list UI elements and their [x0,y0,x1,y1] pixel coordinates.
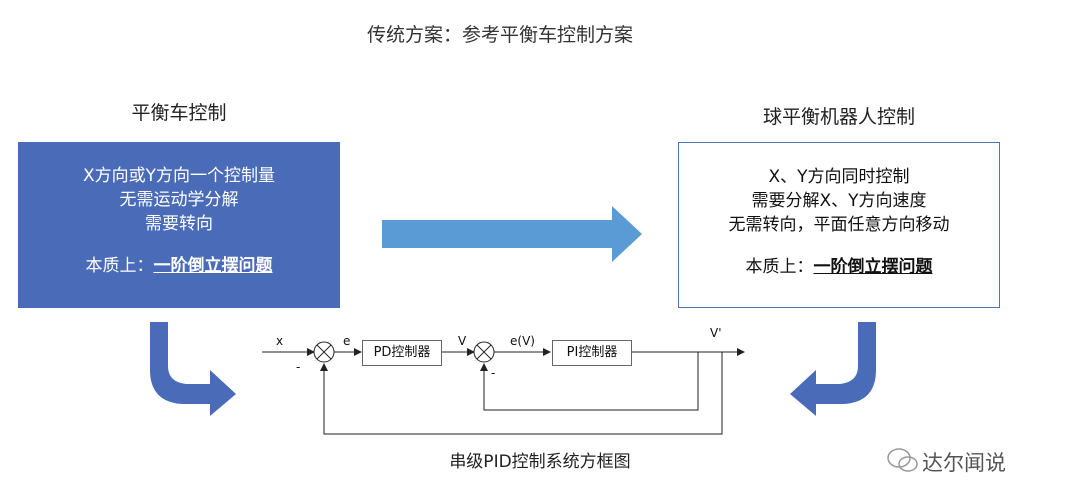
minus-sign-2: - [491,366,496,380]
signal-e: e [343,334,351,348]
diagram-caption: 串级PID控制系统方框图 [449,452,631,472]
right-arrow [382,206,642,262]
left-essence-prefix: 本质上： [85,256,154,276]
ball-robot-box: X、Y方向同时控制 需要分解X、Y方向速度 无需转向，平面任意方向移动 本质上：… [678,142,1000,308]
curved-arrow-left [150,322,236,416]
signal-x: x [276,334,284,348]
balance-car-box: X方向或Y方向一个控制量 无需运动学分解 需要转向 本质上：一阶倒立摆问题 [18,142,340,308]
left-essence-value: 一阶倒立摆问题 [153,256,273,276]
pi-controller-block: PI控制器 [552,340,632,366]
wechat-icon [887,448,918,472]
right-line-3: 无需转向，平面任意方向移动 [728,215,950,235]
right-line-1: X、Y方向同时控制 [768,167,910,187]
minus-sign-1: - [296,360,301,374]
right-essence-value: 一阶倒立摆问题 [813,257,933,277]
watermark: 达尔闻说 [922,451,1006,475]
left-line-1: X方向或Y方向一个控制量 [82,166,276,186]
curved-arrow-right [790,322,876,416]
signal-v-prime: V' [710,326,722,340]
right-essence-prefix: 本质上： [745,257,814,277]
signal-v: V [458,334,467,348]
left-essence: 本质上：一阶倒立摆问题 [18,254,340,278]
left-line-2: 无需运动学分解 [119,190,239,210]
pd-controller-block: PD控制器 [362,340,442,366]
left-line-3: 需要转向 [145,214,213,234]
right-essence: 本质上：一阶倒立摆问题 [679,255,999,279]
right-line-2: 需要分解X、Y方向速度 [751,191,927,211]
left-heading: 平衡车控制 [131,102,227,124]
right-heading: 球平衡机器人控制 [762,106,915,128]
signal-ev: e(V) [510,334,535,348]
page-title: 传统方案：参考平衡车控制方案 [366,24,633,46]
